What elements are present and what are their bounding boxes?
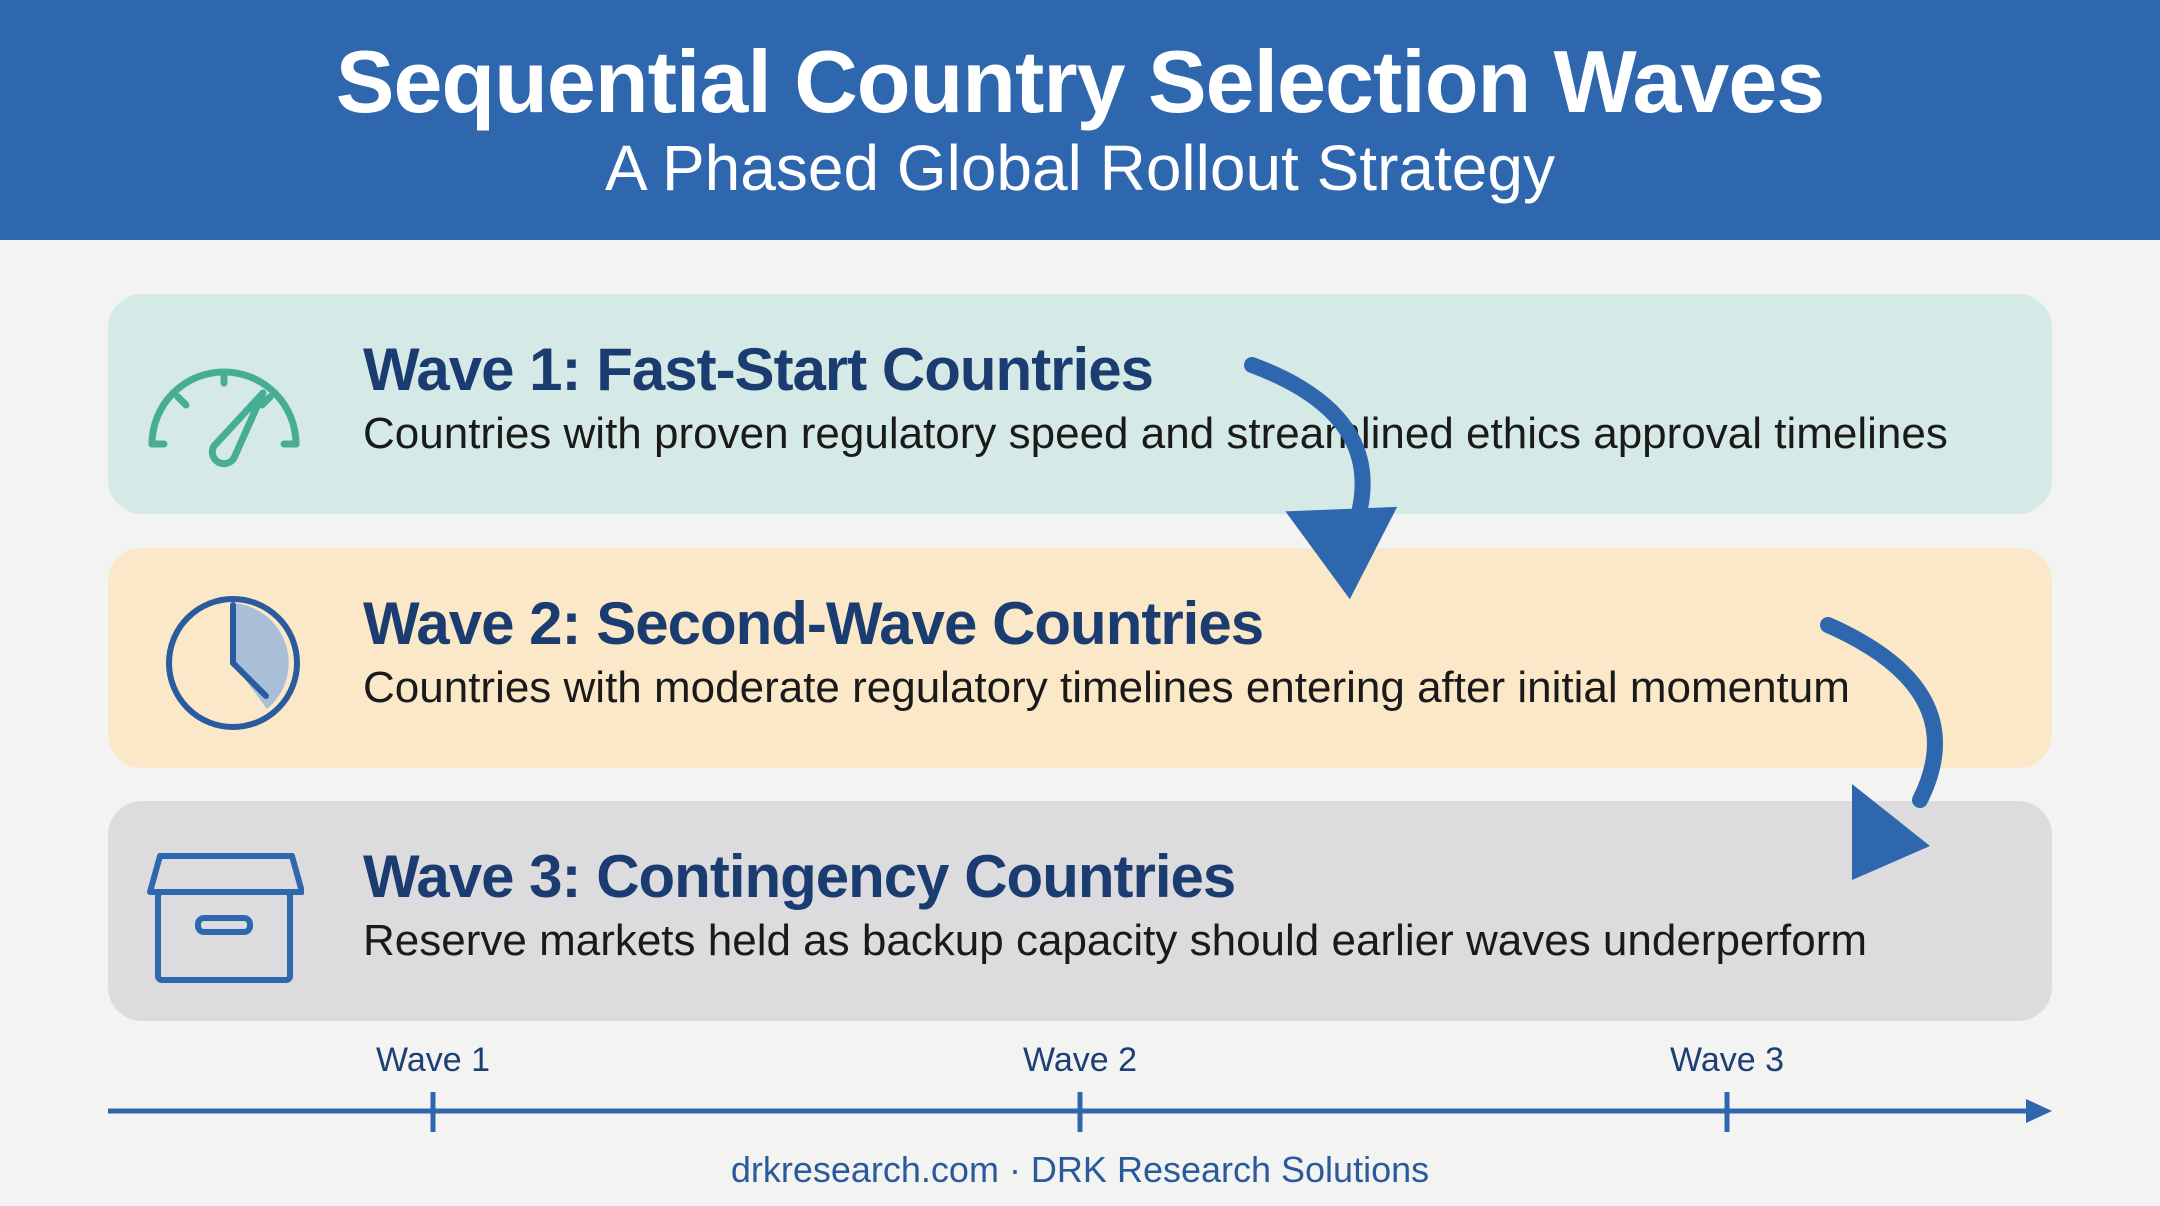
- wave-3-description: Reserve markets held as backup capacity …: [363, 916, 1868, 965]
- wave-1-title: Wave 1: Fast-Start Countries: [363, 336, 1154, 403]
- archive-box-icon: [144, 846, 305, 986]
- page-title: Sequential Country Selection Waves: [335, 32, 1825, 131]
- clock-icon: [144, 593, 304, 733]
- wave-1-card: Wave 1: Fast-Start Countries Countries w…: [108, 294, 2052, 514]
- wave-3-card: Wave 3: Contingency Countries Reserve ma…: [108, 801, 2052, 1021]
- timeline-axis: [108, 1092, 2052, 1132]
- timeline-label-wave-1: Wave 1: [375, 1041, 491, 1079]
- header-banner: Sequential Country Selection Waves A Pha…: [0, 0, 2160, 240]
- wave-2-title: Wave 2: Second-Wave Countries: [363, 590, 1264, 657]
- footer-credit: drkresearch.com · DRK Research Solutions: [730, 1149, 1430, 1190]
- wave-1-description: Countries with proven regulatory speed a…: [363, 409, 1948, 458]
- timeline-label-wave-3: Wave 3: [1669, 1041, 1785, 1079]
- wave-2-description: Countries with moderate regulatory timel…: [363, 663, 1850, 712]
- wave-2-card: Wave 2: Second-Wave Countries Countries …: [108, 548, 2052, 768]
- page-subtitle: A Phased Global Rollout Strategy: [605, 132, 1555, 204]
- timeline-label-wave-2: Wave 2: [1022, 1041, 1138, 1079]
- wave-3-title: Wave 3: Contingency Countries: [363, 843, 1236, 910]
- speedometer-icon: [144, 339, 304, 479]
